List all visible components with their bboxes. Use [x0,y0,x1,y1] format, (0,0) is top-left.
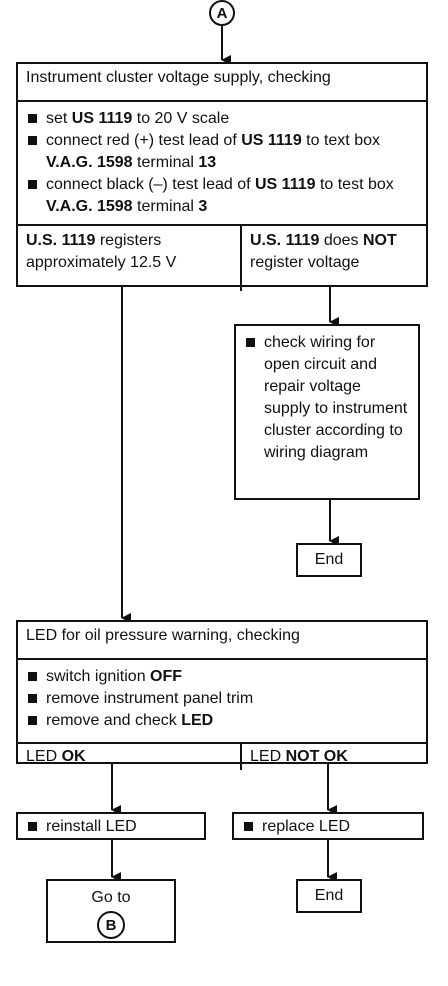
bold-text: 13 [198,154,217,171]
end-box-2: End [296,879,362,913]
voltage-check-title: Instrument cluster voltage supply, check… [18,64,426,102]
text-run: terminal [132,198,199,215]
connector-a-label: A [216,4,228,22]
goto-box: Go to B [46,879,176,943]
result-not-registers: U.S. 1119 does NOT register voltage [242,226,426,291]
step-item: replace LED [242,816,414,838]
bullet-icon [28,694,37,703]
bold-text: US 1119 [255,176,316,193]
check-wiring-box: check wiring for open circuit and repair… [234,324,420,500]
bold-text: NOT OK [285,748,348,765]
bold-text: LED [181,712,214,729]
step-item: switch ignition OFF [26,666,418,688]
voltage-check-steps: set US 1119 to 20 V scale connect red (+… [18,102,426,226]
bold-text: OFF [150,668,183,685]
step-item: check wiring for open circuit and repair… [244,332,410,464]
step-item: remove and check LED [26,710,418,732]
replace-led-text: replace LED [262,818,351,835]
reinstall-led-box: reinstall LED [16,812,206,840]
text-run: switch ignition [46,668,151,685]
text-run: set [46,110,72,127]
text-run: LED [26,748,62,765]
connector-b-label: B [105,916,117,934]
bullet-icon [28,822,37,831]
result-led-not-ok: LED NOT OK [242,744,426,770]
bold-text: V.A.G. 1598 [46,154,133,171]
bullet-icon [28,114,37,123]
voltage-check-results: U.S. 1119 registers approximately 12.5 V… [18,226,426,291]
bullet-icon [28,716,37,725]
text-run: does [319,232,363,249]
end-label: End [314,551,344,568]
check-wiring-text: check wiring for open circuit and repair… [264,334,408,461]
result-led-ok: LED OK [18,744,242,770]
voltage-check-box: Instrument cluster voltage supply, check… [16,62,428,291]
text-run: remove instrument panel trim [46,690,254,707]
replace-led-box: replace LED [232,812,424,840]
step-item: reinstall LED [26,816,196,838]
bullet-icon [246,338,255,347]
step-item: connect black (–) test lead of US 1119 t… [26,174,418,218]
bold-text: U.S. 1119 [250,232,320,249]
step-item: connect red (+) test lead of US 1119 to … [26,130,418,174]
reinstall-led-text: reinstall LED [46,818,137,835]
bold-text: V.A.G. 1598 [46,198,133,215]
step-item: set US 1119 to 20 V scale [26,108,418,130]
bold-text: US 1119 [241,132,302,149]
text-run: to test box [315,176,394,193]
bold-text: OK [61,748,86,765]
text-run: LED [250,748,286,765]
bold-text: U.S. 1119 [26,232,96,249]
bullet-icon [28,136,37,145]
bold-text: US 1119 [71,110,133,127]
bold-text: 3 [198,198,208,215]
text-run: remove and check [46,712,182,729]
text-run: connect red (+) test lead of [46,132,242,149]
led-check-box: LED for oil pressure warning, checking s… [16,620,428,770]
led-check-results: LED OK LED NOT OK [18,744,426,770]
bullet-icon [28,180,37,189]
result-registers: U.S. 1119 registers approximately 12.5 V [18,226,242,291]
text-run: connect black (–) test lead of [46,176,255,193]
text-run: terminal [132,154,199,171]
bullet-icon [244,822,253,831]
bold-text: NOT [362,232,397,249]
end-box-1: End [296,543,362,577]
led-check-title: LED for oil pressure warning, checking [18,622,426,660]
led-check-steps: switch ignition OFF remove instrument pa… [18,660,426,744]
text-run: to 20 V scale [132,110,230,127]
text-run: register voltage [250,254,360,271]
connector-b: B [97,911,125,939]
bullet-icon [28,672,37,681]
connector-a: A [209,0,235,26]
step-item: remove instrument panel trim [26,688,418,710]
end-label: End [314,887,344,904]
goto-label: Go to [91,889,131,906]
text-run: registers approximately 12.5 V [26,232,177,271]
text-run: to text box [301,132,380,149]
